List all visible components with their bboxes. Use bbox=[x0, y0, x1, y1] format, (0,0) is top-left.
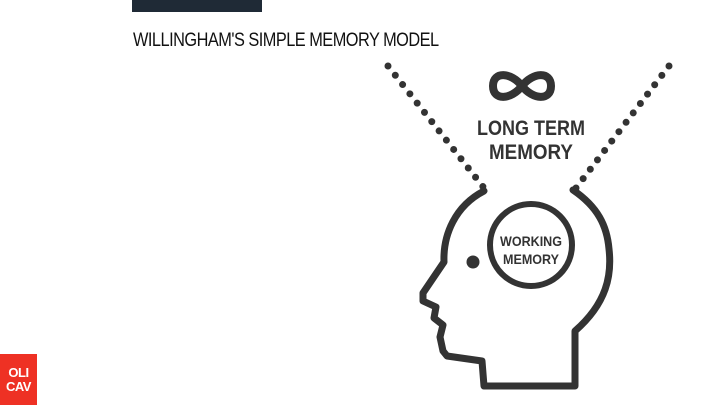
head-outline bbox=[419, 186, 614, 390]
eye-dot bbox=[466, 255, 480, 269]
slide-title: WILLINGHAM'S SIMPLE MEMORY MODEL bbox=[133, 30, 439, 51]
working-memory-circle bbox=[487, 201, 575, 289]
infinity-icon bbox=[489, 71, 555, 101]
long-term-memory-label-line1: LONG TERM bbox=[477, 117, 585, 140]
top-accent-bar bbox=[132, 0, 262, 12]
olicav-logo: OLI CAV bbox=[0, 354, 37, 405]
logo-line1: OLI bbox=[8, 364, 29, 380]
logo-line2: CAV bbox=[6, 378, 31, 394]
working-memory-label-line1: WORKING bbox=[500, 233, 562, 249]
working-memory-label-line2: MEMORY bbox=[503, 251, 560, 267]
long-term-memory-label-line2: MEMORY bbox=[489, 141, 573, 164]
dotted-line-left bbox=[384, 62, 488, 192]
dotted-line-right bbox=[572, 62, 673, 192]
